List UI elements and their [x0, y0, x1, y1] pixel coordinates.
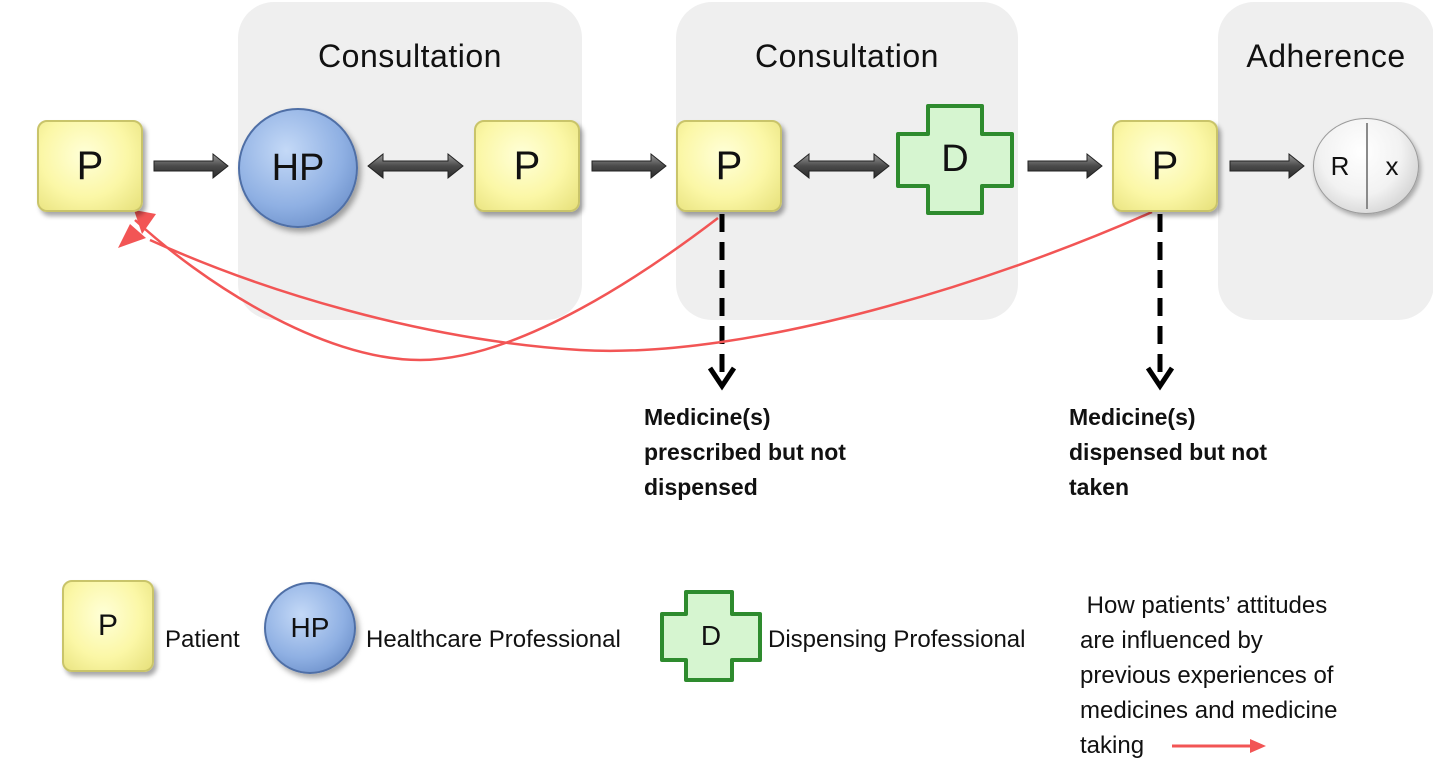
healthcare-professional-node: HP: [238, 108, 358, 228]
flow-arrow-patient-to-rx: [1229, 152, 1305, 180]
caption-prescribed-not-dispensed: Medicine(s) prescribed but not dispensed: [644, 400, 846, 505]
influence-curve-from-patient-4: [149, 210, 1153, 353]
legend-influence-arrowhead: [1250, 739, 1266, 753]
patient-node-1: P: [37, 120, 143, 212]
caption-line: Medicine(s): [1069, 404, 1196, 430]
panel-title: Adherence: [1246, 38, 1406, 74]
caption-dispensed-not-taken: Medicine(s) dispensed but not taken: [1069, 400, 1267, 505]
rx-right-label: x: [1385, 150, 1399, 181]
patient-node-label: P: [513, 143, 541, 188]
flow-arrow-dispenser-to-patient: [1027, 152, 1103, 180]
legend-dispenser-label: Dispensing Professional: [768, 626, 1026, 653]
dropoff-arrowhead: [1145, 366, 1175, 391]
hp-node-label: HP: [271, 146, 325, 189]
patient-node-4: P: [1112, 120, 1218, 212]
flow-arrow-patient-to-patient: [591, 152, 667, 180]
patient-node-label: P: [715, 143, 743, 188]
flow-arrow-hp-patient-bidirectional: [367, 152, 464, 180]
dispenser-node-label: D: [941, 138, 969, 180]
rx-left-label: R: [1330, 150, 1350, 181]
patient-node-3: P: [676, 120, 782, 212]
caption-line: dispensed but not: [1069, 439, 1268, 465]
panel-title: Consultation: [318, 38, 502, 74]
legend-dispenser-symbol: [660, 590, 762, 682]
pill-divider: [1366, 123, 1368, 209]
caption-line: dispensed: [644, 474, 758, 500]
influence-curve-from-patient-3: [134, 217, 719, 362]
patient-node-label: P: [76, 143, 104, 188]
prescription-pill-node: R x: [1313, 118, 1419, 214]
dropoff-arrowhead: [707, 366, 737, 391]
patient-node-2: P: [474, 120, 580, 212]
legend-patient-label: Patient: [165, 626, 240, 653]
flow-arrow-patient-dispenser-bidirectional: [793, 152, 890, 180]
legend-hp-symbol: HP: [264, 582, 356, 674]
flow-arrow-patient-to-hp: [153, 152, 229, 180]
legend-patient-symbol-label: P: [97, 609, 118, 642]
legend-note-line: medicines and medicine: [1080, 697, 1338, 724]
caption-line: prescribed but not: [644, 439, 846, 465]
influence-arrowhead: [118, 224, 146, 248]
legend-note-line: previous experiences of: [1080, 662, 1334, 689]
legend-patient-symbol: P: [62, 580, 154, 672]
dispenser-node: [896, 104, 1014, 215]
influence-arrowhead: [134, 210, 156, 234]
legend-note-line: How patients’ attitudes: [1080, 592, 1328, 619]
caption-line: Medicine(s): [644, 404, 771, 430]
legend-hp-label: Healthcare Professional: [366, 626, 621, 653]
panel-title: Consultation: [755, 38, 939, 74]
legend-hp-symbol-label: HP: [290, 612, 330, 643]
legend-note-line: are influenced by: [1080, 627, 1263, 654]
patient-node-label: P: [1151, 143, 1179, 188]
legend-dispenser-symbol-label: D: [700, 620, 722, 651]
legend-influence-note: How patients’ attitudes are influenced b…: [1080, 588, 1337, 763]
caption-line: taken: [1069, 474, 1130, 500]
legend-note-line: taking: [1080, 732, 1145, 759]
